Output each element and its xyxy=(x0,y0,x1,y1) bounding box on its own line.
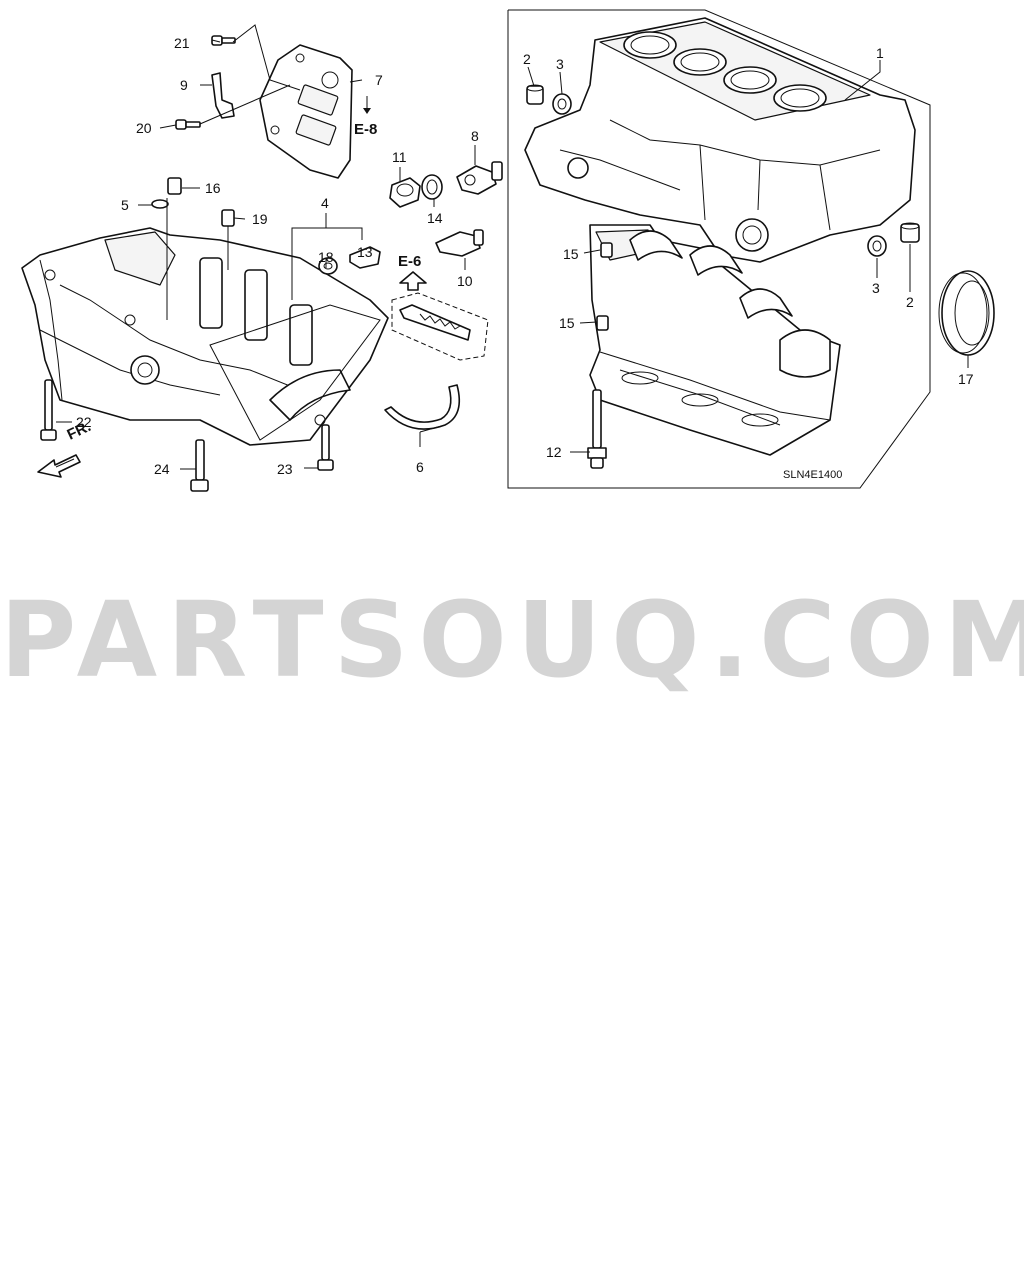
callout-9: 9 xyxy=(180,77,188,93)
bolt-24 xyxy=(190,439,209,492)
plug-2-right xyxy=(900,222,920,243)
e6-arrow xyxy=(399,271,427,291)
bolt-23 xyxy=(317,424,334,471)
ref-e8: E-8 xyxy=(354,121,377,138)
watermark: PARTSOUQ.COM xyxy=(0,579,1024,701)
oil-seal-17 xyxy=(938,270,995,356)
callout-13: 13 xyxy=(357,244,373,260)
washer-18 xyxy=(318,257,338,275)
knock-sensor-10 xyxy=(435,229,484,257)
callout-11: 11 xyxy=(392,149,407,165)
parts-diagram: 1 2 3 3 2 17 15 15 12 8 11 14 10 21 9 20… xyxy=(21,9,995,492)
cover-7 xyxy=(259,44,353,179)
callout-4: 4 xyxy=(321,195,329,211)
dowel-pin-15-lower xyxy=(596,315,609,331)
bolt-group-frame xyxy=(391,292,489,361)
callout-7: 7 xyxy=(375,72,383,88)
callout-2-right: 2 xyxy=(906,294,914,310)
callout-6: 6 xyxy=(416,459,424,475)
washer-3-left xyxy=(552,93,572,115)
plug-2-left xyxy=(526,84,544,105)
e8-arrow xyxy=(363,96,371,114)
bracket-9 xyxy=(211,72,235,119)
callout-19: 19 xyxy=(252,211,268,227)
callout-21: 21 xyxy=(174,35,190,51)
callout-3-right: 3 xyxy=(872,280,880,296)
bolt-under-e6 xyxy=(399,304,471,341)
dowel-pin-15-upper xyxy=(600,242,613,258)
oil-pan-lower-block xyxy=(21,227,389,446)
bolt-22 xyxy=(40,379,57,441)
leader-lines xyxy=(56,24,969,470)
washer-14 xyxy=(421,174,443,200)
callout-10: 10 xyxy=(457,273,473,289)
callout-14: 14 xyxy=(427,210,443,226)
callout-8: 8 xyxy=(471,128,479,144)
callout-15-upper: 15 xyxy=(563,246,579,262)
block-group-frame xyxy=(507,9,931,489)
o-ring-5 xyxy=(151,199,169,209)
callout-20: 20 xyxy=(136,120,152,136)
bolt-20 xyxy=(175,119,201,130)
cylinder-block xyxy=(524,17,916,263)
callout-12: 12 xyxy=(546,444,562,460)
bearing-cap-bolt-12 xyxy=(587,389,607,469)
plug-13 xyxy=(349,246,381,269)
dowel-16 xyxy=(167,177,182,195)
oil-pressure-switch-8 xyxy=(456,161,503,195)
callout-22: 22 xyxy=(76,414,92,430)
bearing-cap-bridge xyxy=(589,224,841,456)
diagram-code: SLN4E1400 xyxy=(783,469,842,481)
callout-18: 18 xyxy=(318,249,334,265)
callout-1: 1 xyxy=(876,45,884,61)
seal-half-6 xyxy=(384,384,461,430)
callout-2-left: 2 xyxy=(523,51,531,67)
callout-3-left: 3 xyxy=(556,56,564,72)
front-arrow-icon xyxy=(37,454,81,478)
ref-e6: E-6 xyxy=(398,253,421,270)
dowel-19 xyxy=(221,209,235,227)
washer-3-right xyxy=(867,235,887,257)
plug-11 xyxy=(389,177,421,208)
bolt-21 xyxy=(211,35,236,46)
callout-23: 23 xyxy=(277,461,293,477)
callout-17: 17 xyxy=(958,371,974,387)
callout-24: 24 xyxy=(154,461,170,477)
callout-16: 16 xyxy=(205,180,221,196)
callout-15-lower: 15 xyxy=(559,315,575,331)
callout-5: 5 xyxy=(121,197,129,213)
